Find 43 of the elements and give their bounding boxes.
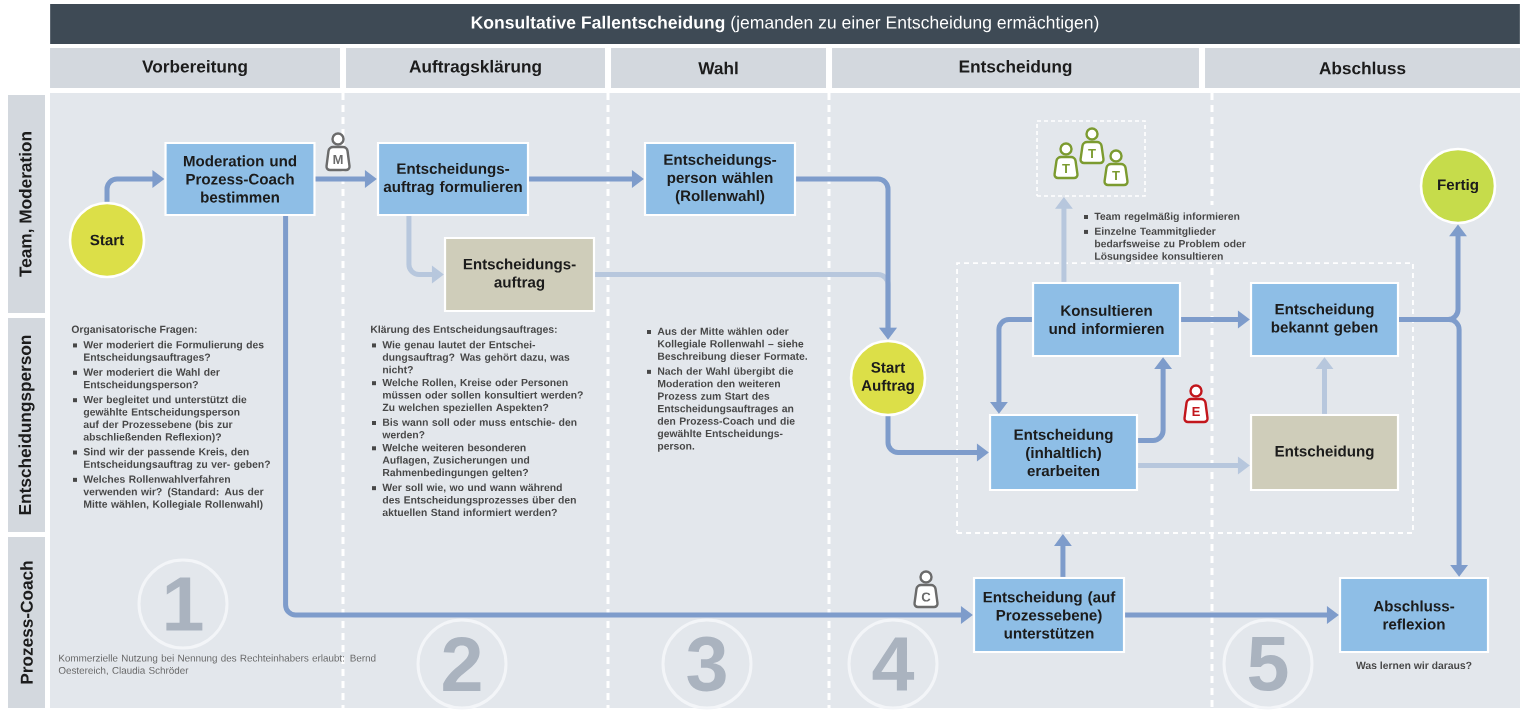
title-bar: Konsultative Fallentscheidung (jemanden zu einer Entscheidung ermächtigen) xyxy=(50,4,1520,44)
list-item: Welche weiteren besonderen Auflagen, Zusicherungen und Rahmenbedingungen gelten? xyxy=(382,443,530,479)
step-number: 1 xyxy=(137,558,229,650)
list-heading: Organisatorische Fragen: xyxy=(71,325,197,336)
lane-label: Team, Moderation xyxy=(8,95,45,313)
phase-header: Abschluss xyxy=(1205,48,1520,88)
list-item: Aus der Mitte wählen oder Kollegiale Rollenwahl – siehe Beschreibung dieser Formate. xyxy=(657,327,807,362)
phase-header: Vorbereitung xyxy=(50,48,340,88)
dashed-frame xyxy=(956,262,1414,534)
phase-header: Auftragsklärung xyxy=(346,48,605,88)
list-item: Bis wann soll oder muss entschie- den werden? xyxy=(382,418,577,439)
list-item: Wer soll wie, wo und wann während des Entscheidungsprozesses über den aktuellen Stand informiert werden? xyxy=(382,483,576,517)
list-item: Einzelne Teammitglieder bedarfsweise zu Problem oder Lösungsidee konsultieren xyxy=(1095,227,1246,262)
list-item: Wer moderiert die Formulierung des Entscheidungsauftrages? xyxy=(83,340,264,363)
step-number: 2 xyxy=(416,618,508,710)
node-note: Was lernen wir daraus? xyxy=(1356,661,1472,670)
process-box: Konsultieren und informieren xyxy=(1031,281,1182,358)
process-box: Entscheidungs- auftrag xyxy=(443,236,596,313)
step-number: 4 xyxy=(847,618,939,710)
list-item: Welche Rollen, Kreise oder Personen müssen oder sollen konsultiert werden? Zu welchen speziellen Aspekten? xyxy=(382,378,583,414)
list-item: Wie genau lautet der Entschei- dungsauftrag? Was gehört dazu, was nicht? xyxy=(382,340,570,374)
phase-header: Wahl xyxy=(611,48,826,88)
process-box: Entscheidungs- person wählen (Rollenwahl) xyxy=(643,141,797,217)
list-item: Nach der Wahl übergibt die Moderation den weiteren Prozess zum Start des Entscheidungsauftrages an den Prozess-Coach und die gewählte Entscheidungs- person. xyxy=(657,367,795,452)
process-box: Entscheidung xyxy=(1249,413,1400,492)
lane-label: Prozess-Coach xyxy=(8,537,45,708)
list-item: Wer begleitet und unterstützt die gewählte Entscheidungsperson auf der Prozessebene (bis zur abschließenden Reflexion)? xyxy=(83,395,247,443)
process-box: Entscheidung bekannt geben xyxy=(1249,281,1400,358)
process-box: Moderation und Prozess-Coach bestimmen xyxy=(164,141,316,217)
process-box: Entscheidungs- auftrag formulieren xyxy=(376,141,530,217)
list-item: Welches Rollenwahlverfahren verwenden wir? (Standard: Aus der Mitte wählen, Kollegiale Rollenwahl) xyxy=(83,475,264,510)
phase-header: Entscheidung xyxy=(832,48,1199,88)
list-item: Sind wir der passende Kreis, den Entscheidungsauftrag zu ver- geben? xyxy=(83,447,270,470)
process-box: Entscheidung (auf Prozessebene) unterstützen xyxy=(972,576,1126,654)
list-item: Wer moderiert die Wahl der Entscheidungsperson? xyxy=(83,368,220,391)
process-box: Abschluss- reflexion xyxy=(1338,576,1490,654)
lane-label: Entscheidungsperson xyxy=(8,318,45,532)
list-heading: Klärung des Entscheidungsauftrages: xyxy=(371,325,557,336)
process-box: Entscheidung (inhaltlich) erarbeiten xyxy=(988,413,1139,492)
license-note: Kommerzielle Nutzung bei Nennung des Rechteinhabers erlaubt: Bernd Oestereich, Claudia Schröder xyxy=(58,654,376,676)
step-number: 3 xyxy=(661,618,753,710)
step-number: 5 xyxy=(1222,618,1314,710)
list-item: Team regelmäßig informieren xyxy=(1094,212,1240,223)
